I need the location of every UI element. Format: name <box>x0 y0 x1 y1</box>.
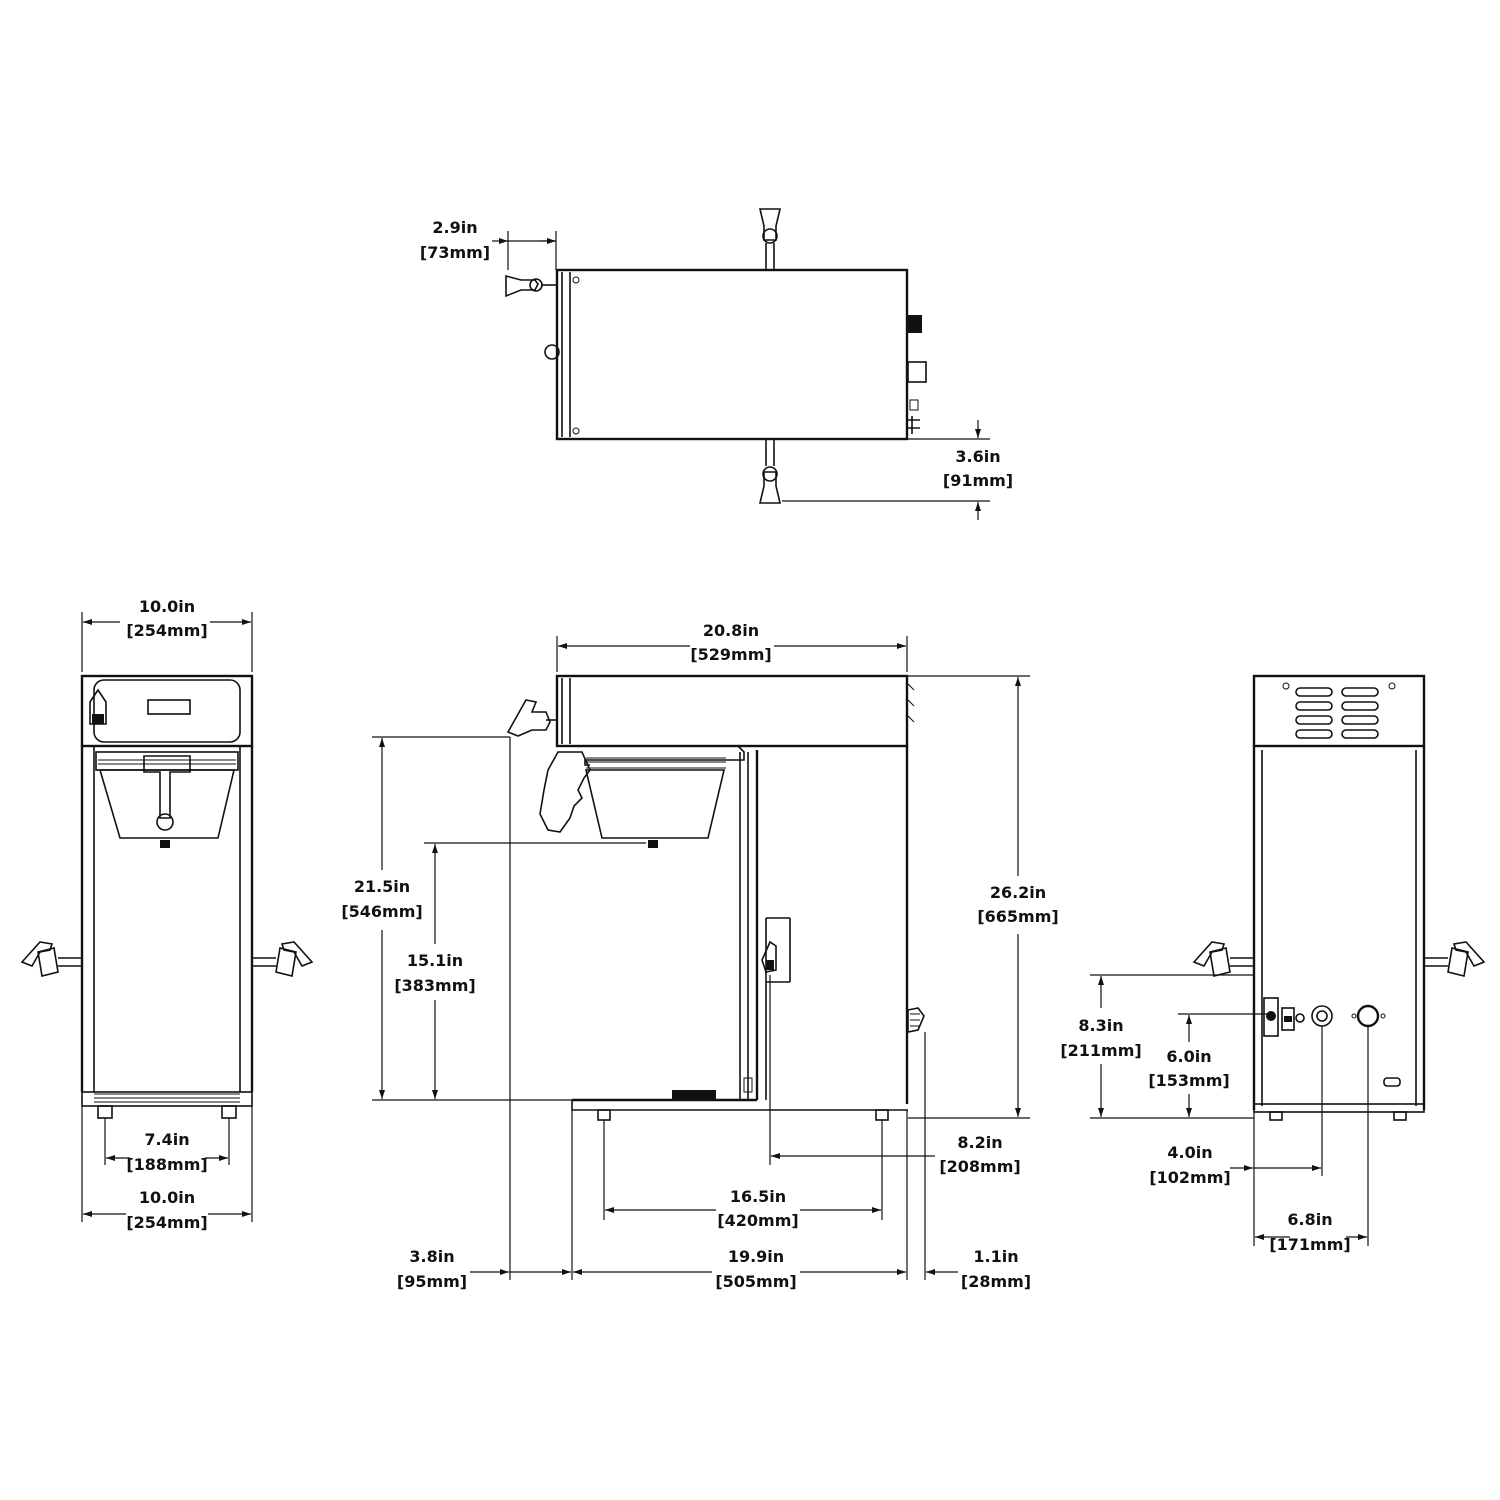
top-faucet-lower <box>758 439 782 504</box>
dim-side-faucet-offset-inch: 8.2in <box>957 1133 1002 1152</box>
dim-side-rear-overhang-mm: [28mm] <box>961 1272 1031 1291</box>
front-view: 10.0in [254mm] 7.4in [188mm] 10.0in [254… <box>20 597 314 1232</box>
dim-rear-power-height-mm: [153mm] <box>1148 1071 1229 1090</box>
dim-top-side-spout-mm: [91mm] <box>943 471 1013 490</box>
top-faucet-upper <box>758 208 782 270</box>
dim-rear-power-offset-inch: 6.8in <box>1287 1210 1332 1229</box>
rear-vent-slots <box>1295 687 1379 739</box>
dim-side-spout-height-mm: [546mm] <box>341 902 422 921</box>
dim-side-overall-height-mm: [665mm] <box>977 907 1058 926</box>
dim-side-overall-height-inch: 26.2in <box>990 883 1046 902</box>
dim-rear-water-height-inch: 8.3in <box>1078 1016 1123 1035</box>
dim-side-funnel-clearance-mm: [383mm] <box>394 976 475 995</box>
dim-rear-water-height-mm: [211mm] <box>1060 1041 1141 1060</box>
dim-side-faucet-offset-mm: [208mm] <box>939 1157 1020 1176</box>
front-left-faucet <box>20 941 82 977</box>
dim-side-feet-spacing-mm: [420mm] <box>717 1211 798 1230</box>
dim-rear-power-offset-mm: [171mm] <box>1269 1235 1350 1254</box>
dim-side-funnel-clearance-inch: 15.1in <box>407 951 463 970</box>
dim-side-top-depth-inch: 20.8in <box>703 621 759 640</box>
dim-front-base-width-inch: 10.0in <box>139 1188 195 1207</box>
side-view: 20.8in [529mm] 21.5in [546mm] 15.1in [38… <box>341 621 1058 1291</box>
rear-view: 8.3in [211mm] 6.0in [153mm] 4.0in [102mm… <box>1060 674 1486 1254</box>
dim-side-base-depth-mm: [505mm] <box>715 1272 796 1291</box>
dim-side-feet-spacing-inch: 16.5in <box>730 1187 786 1206</box>
dim-side-rear-overhang-inch: 1.1in <box>973 1247 1018 1266</box>
dim-front-width-mm: [254mm] <box>126 621 207 640</box>
dim-front-feet-spacing-mm: [188mm] <box>126 1155 207 1174</box>
dim-front-feet-spacing-inch: 7.4in <box>144 1130 189 1149</box>
rear-right-faucet <box>1424 941 1486 977</box>
top-view: 2.9in [73mm] 3.6in [91mm] <box>420 208 1013 520</box>
front-right-faucet <box>252 941 314 977</box>
rear-left-faucet <box>1192 941 1254 977</box>
dim-side-base-depth-inch: 19.9in <box>728 1247 784 1266</box>
dim-top-side-spout-inch: 3.6in <box>955 447 1000 466</box>
dim-side-front-overhang-mm: [95mm] <box>397 1272 467 1291</box>
dim-side-spout-height-inch: 21.5in <box>354 877 410 896</box>
dim-side-front-overhang-inch: 3.8in <box>409 1247 454 1266</box>
dim-rear-water-offset-inch: 4.0in <box>1167 1143 1212 1162</box>
dim-side-top-depth-mm: [529mm] <box>690 645 771 664</box>
dim-rear-power-height-inch: 6.0in <box>1166 1047 1211 1066</box>
dim-front-base-width-mm: [254mm] <box>126 1213 207 1232</box>
dim-top-spout-offset-inch: 2.9in <box>432 218 477 237</box>
dim-rear-water-offset-mm: [102mm] <box>1149 1168 1230 1187</box>
top-faucet-front <box>505 274 557 298</box>
dim-front-width-inch: 10.0in <box>139 597 195 616</box>
dim-top-spout-offset-mm: [73mm] <box>420 243 490 262</box>
